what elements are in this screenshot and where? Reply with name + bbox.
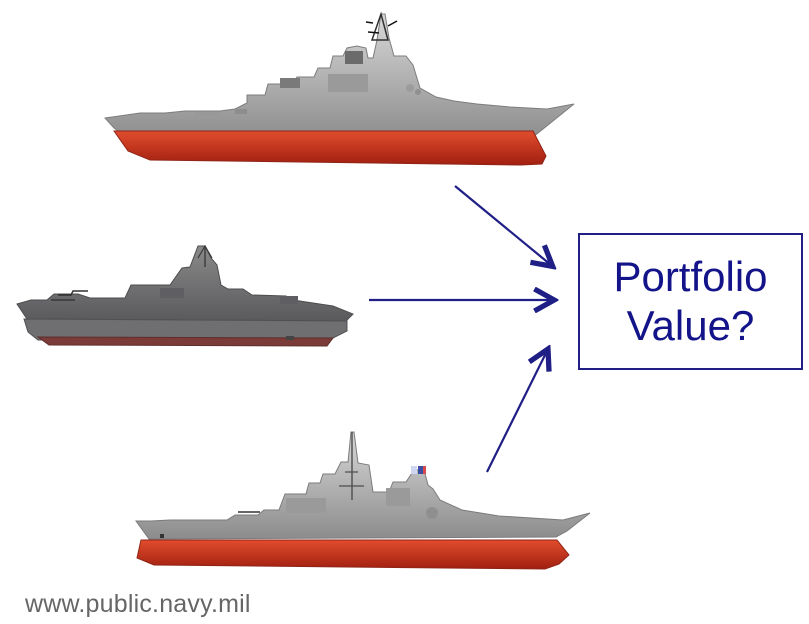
arrow-top bbox=[454, 185, 551, 265]
cruiser-ship-icon bbox=[135, 431, 591, 570]
destroyer-ship-icon bbox=[104, 11, 575, 166]
arrow-bottom bbox=[486, 351, 547, 473]
source-url: www.public.navy.mil bbox=[25, 590, 251, 618]
portfolio-value-label: Portfolio Value? bbox=[613, 253, 768, 349]
portfolio-value-box: Portfolio Value? bbox=[578, 233, 803, 370]
littoral-combat-ship-icon bbox=[16, 244, 354, 347]
